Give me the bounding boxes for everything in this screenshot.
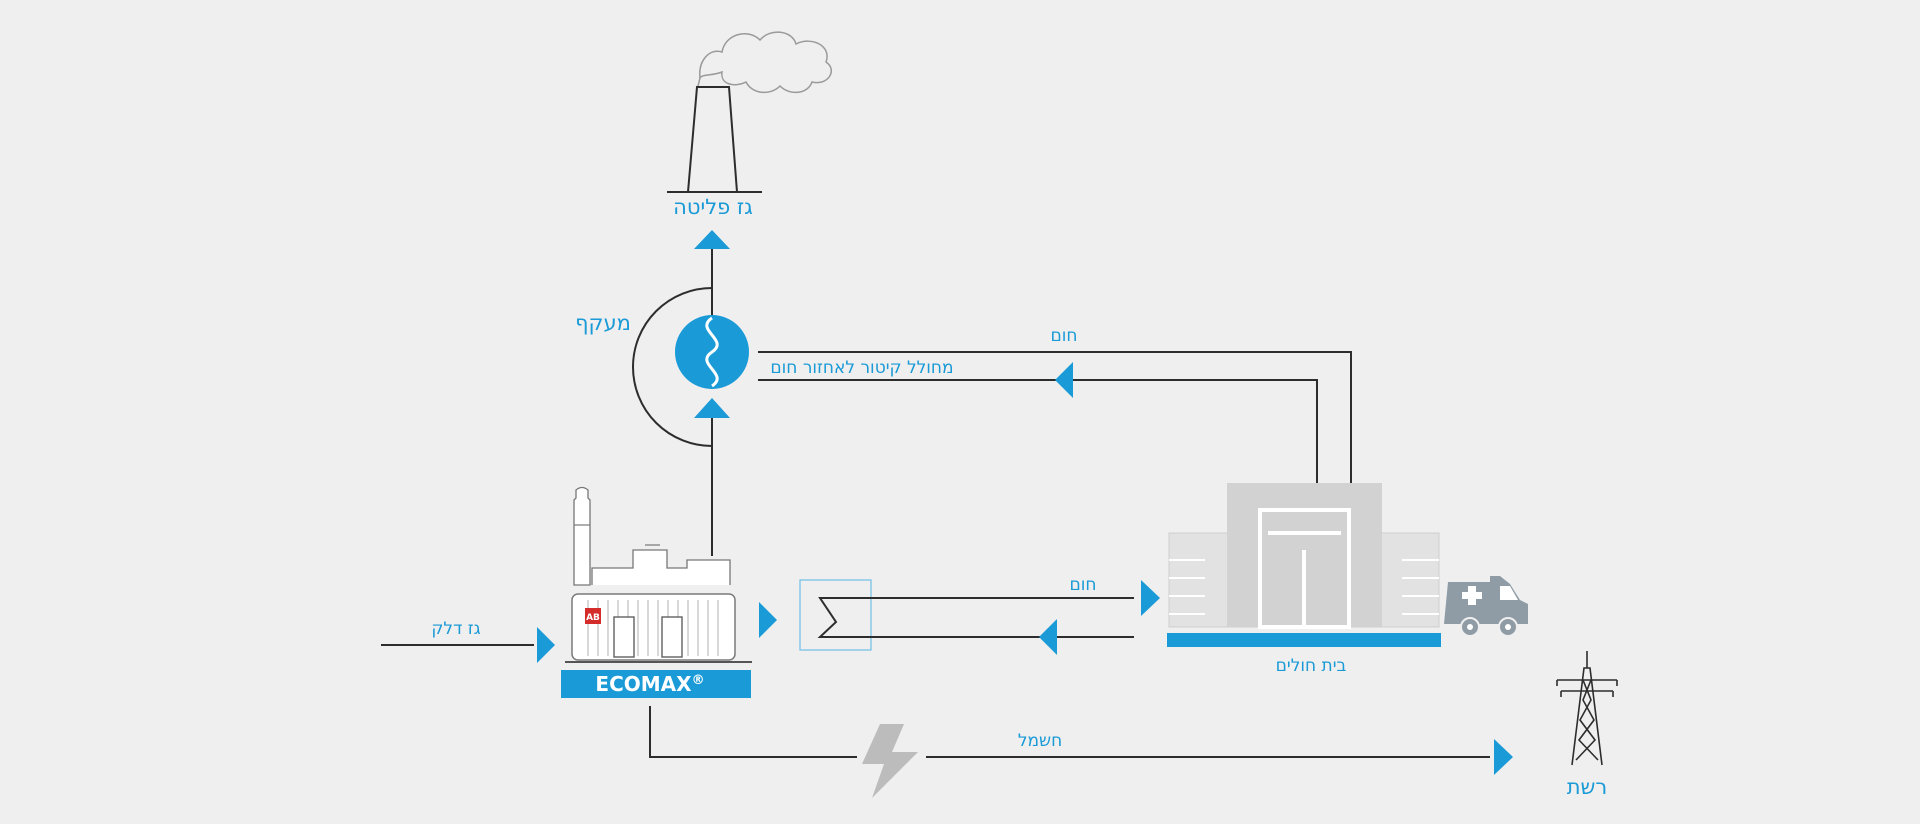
hospital-building-icon bbox=[1168, 483, 1440, 629]
bypass-arc bbox=[632, 287, 713, 447]
ecomax-brand: ECOMAX® bbox=[595, 672, 704, 696]
chimney-icon bbox=[667, 86, 762, 193]
heat-loop-mid bbox=[817, 597, 1134, 638]
generator-out-arrow bbox=[759, 602, 777, 638]
heat-return-line-top bbox=[758, 379, 1318, 483]
ambulance-icon bbox=[1444, 576, 1528, 637]
lightning-icon bbox=[862, 724, 918, 798]
grid-label: רשת bbox=[1567, 775, 1608, 799]
ecomax-reg: ® bbox=[692, 673, 705, 688]
recovery-exchanger-label: מחולל קיטור לאחזור חום bbox=[770, 358, 953, 378]
heat-top-label: חום bbox=[1050, 326, 1077, 346]
heat-return-arrow-mid bbox=[1039, 619, 1057, 655]
heat-exchanger-icon bbox=[675, 315, 749, 389]
ecomax-bar bbox=[561, 670, 751, 698]
heat-supply-arrow-mid bbox=[1141, 580, 1160, 616]
ecomax-generator-icon bbox=[565, 486, 752, 663]
electricity-line-left bbox=[649, 706, 857, 758]
electricity-arrow bbox=[1494, 739, 1513, 775]
smoke-cloud-icon bbox=[697, 31, 832, 94]
fuel-gas-label: גז דלק bbox=[431, 619, 480, 639]
electricity-label: חשמל bbox=[1018, 731, 1062, 751]
plate-exchanger-box bbox=[799, 579, 872, 651]
heat-mid-label: חום bbox=[1069, 575, 1096, 595]
heat-return-arrow-top bbox=[1055, 362, 1073, 398]
hospital-base-bar bbox=[1167, 633, 1441, 647]
hospital-label: בית חולים bbox=[1276, 656, 1347, 676]
ab-badge-icon bbox=[585, 608, 601, 624]
exhaust-arrow bbox=[694, 398, 730, 418]
power-pylon-icon bbox=[1556, 651, 1618, 766]
ecomax-name: ECOMAX bbox=[595, 672, 692, 696]
heat-supply-line-top bbox=[758, 351, 1352, 483]
flue-gas-arrow bbox=[694, 230, 730, 249]
condenser-label: מעקף bbox=[575, 311, 631, 335]
fuel-gas-arrow bbox=[537, 627, 555, 663]
flue-gas-label: גז פליטה bbox=[673, 195, 753, 219]
ab-badge-text: AB bbox=[586, 613, 600, 623]
